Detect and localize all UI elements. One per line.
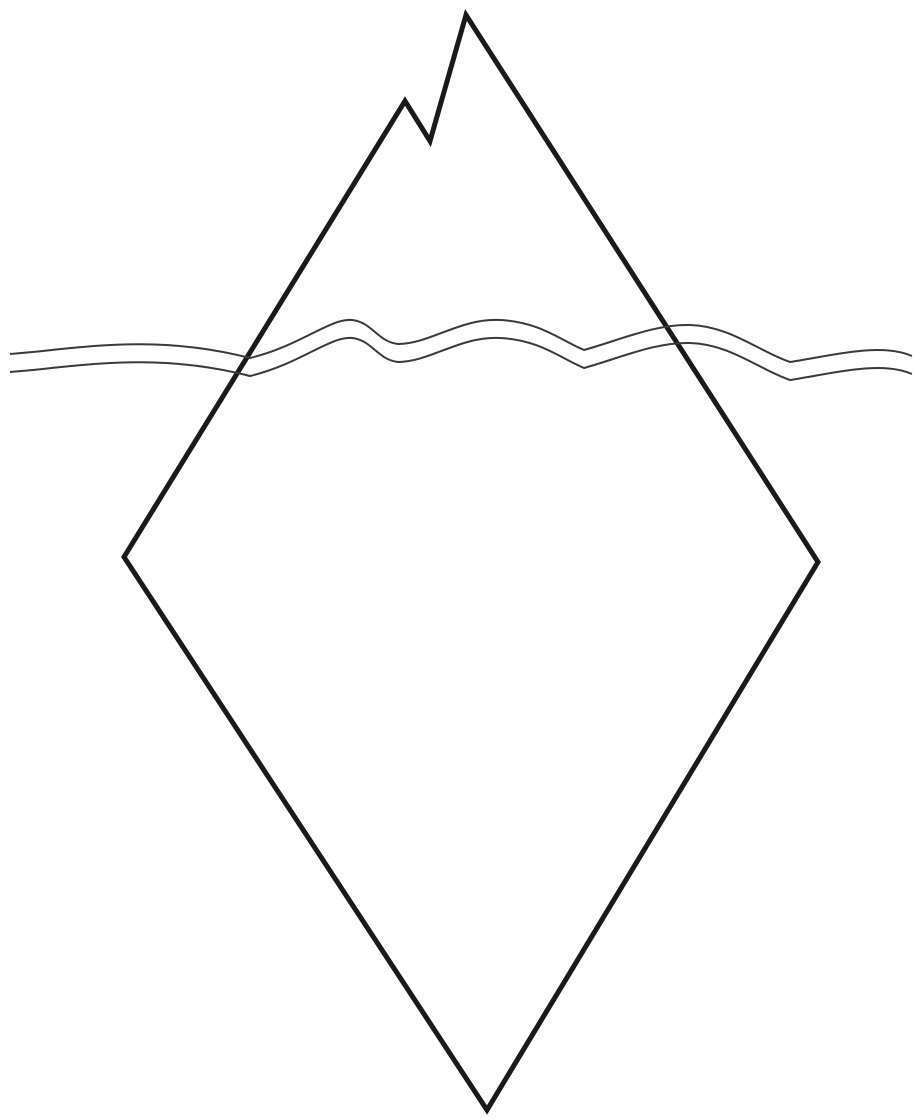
waterline-upper <box>10 320 912 362</box>
iceberg-outline <box>124 15 818 1110</box>
